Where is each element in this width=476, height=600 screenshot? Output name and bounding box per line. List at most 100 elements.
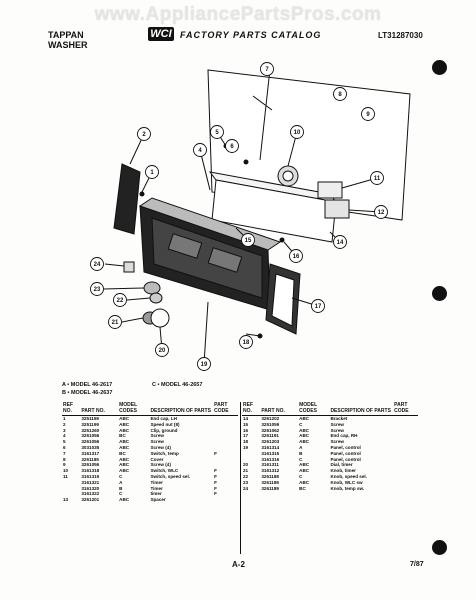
knob-22-shape [149, 292, 163, 304]
header-part-no: PART NO. [80, 402, 119, 416]
callout-text-7: 7 [265, 67, 269, 73]
part-no-cell: 3261056 [81, 462, 100, 468]
model-legend-a: A • MODEL 46-2617 [62, 382, 113, 388]
callout-text-10: 10 [294, 130, 301, 136]
left-end-cap-shape [113, 163, 141, 235]
header-model-codes: MODEL CODES [298, 402, 330, 416]
description-cell: Screw [150, 439, 164, 445]
table-divider [240, 402, 241, 554]
part-code-cell: F [214, 485, 217, 491]
description-cell: Screw (4) [150, 444, 171, 450]
description-cell: Screw (4) [150, 462, 171, 468]
part-code-cell: F [214, 468, 217, 474]
callout-4 [193, 143, 207, 157]
part-no-cell: 3251199 [81, 421, 99, 427]
ref-no-cell: 14 [243, 416, 249, 421]
model-codes-cell: B [119, 485, 123, 491]
description-cell: End cap, RH [330, 433, 358, 439]
description-cell: Knob, speed sel. [330, 473, 367, 479]
part-no-cell: 3161318 [81, 468, 100, 474]
callout-12 [374, 205, 388, 219]
description-cell: Dial, timer [330, 462, 353, 468]
callout-text-15: 15 [245, 238, 252, 244]
callout-9 [361, 107, 375, 121]
part-no-cell: 3261056 [81, 439, 100, 445]
knob-24-shape [123, 261, 135, 273]
header-part-code: PART CODE [213, 402, 238, 416]
brand-line-1: TAPPAN [48, 30, 84, 40]
ref-no-cell: 18 [243, 439, 249, 445]
part-no-cell: 3161311 [261, 462, 279, 468]
ref-no-cell: 15 [243, 421, 249, 427]
ref-no-cell: 5 [63, 439, 66, 445]
table-header-row: REF NO. PART NO. MODEL CODES DESCRIPTION… [242, 402, 418, 416]
model-codes-cell: A [119, 479, 123, 485]
model-codes-cell: ABC [119, 444, 130, 450]
part-no-cell: 3161320 [81, 485, 100, 491]
part-no-cell: 3161322 [81, 491, 100, 497]
ref-no-cell: 8 [63, 456, 66, 462]
callout-text-16: 16 [293, 254, 300, 260]
part-code-cell [213, 497, 238, 503]
part-no-cell: 3261188 [261, 473, 279, 479]
part-no-cell: 3031035 [81, 444, 100, 450]
revision-date: 7/87 [410, 561, 424, 568]
header-part-code: PART CODE [393, 402, 418, 416]
header-model-codes: MODEL CODES [118, 402, 150, 416]
description-cell: Spacer [150, 497, 166, 503]
part-no-cell: 3261189 [261, 479, 279, 485]
description-cell: Timer [150, 485, 163, 491]
brand-line-2: WASHER [48, 40, 88, 50]
part-code-cell: F [214, 473, 217, 479]
callout-text-11: 11 [374, 176, 381, 182]
callout-text-6: 6 [230, 144, 234, 150]
part-no-cell: 3161321 [81, 479, 100, 485]
model-codes-cell: C [299, 421, 303, 427]
ref-no-cell: 1 [63, 416, 66, 421]
model-legend-b: B • MODEL 46-2637 [62, 390, 113, 396]
part-no-cell: 3261056 [81, 433, 100, 439]
table-row: 3161320 B Timer F [62, 486, 238, 492]
model-codes-cell: C [299, 473, 303, 479]
ref-no-cell: 13 [63, 497, 69, 503]
model-codes-cell: B [299, 450, 303, 456]
description-cell: Speed nut (8) [150, 421, 180, 427]
callout-18 [239, 335, 253, 349]
part-no-cell: 3161312 [261, 468, 280, 474]
model-codes-cell: ABC [119, 427, 130, 433]
part-no-cell: 3261185 [81, 456, 99, 462]
part-code-cell: F [214, 450, 217, 456]
model-codes-cell: ABC [119, 421, 130, 427]
model-codes-cell: C [299, 456, 303, 462]
catalog-title: FACTORY PARTS CATALOG [180, 30, 322, 40]
description-cell: Switch, temp [150, 450, 179, 456]
ref-no-cell: 24 [243, 485, 249, 491]
parts-table-right: REF NO. PART NO. MODEL CODES DESCRIPTION… [242, 402, 418, 491]
model-codes-cell: A [299, 444, 303, 450]
callout-10 [290, 125, 304, 139]
model-codes-cell: ABC [299, 416, 310, 421]
part-no-cell: 3261189 [261, 485, 279, 491]
part-no-cell: 3251159 [81, 416, 99, 421]
callout-7 [260, 62, 274, 76]
ref-no-cell: 11 [63, 473, 68, 479]
model-codes-cell: C [119, 473, 123, 479]
model-codes-cell: ABC [299, 439, 310, 445]
switch-wlc-shape [324, 199, 350, 219]
model-codes-cell: BC [119, 450, 126, 456]
callout-14 [333, 235, 347, 249]
description-cell: Cover [150, 456, 164, 462]
